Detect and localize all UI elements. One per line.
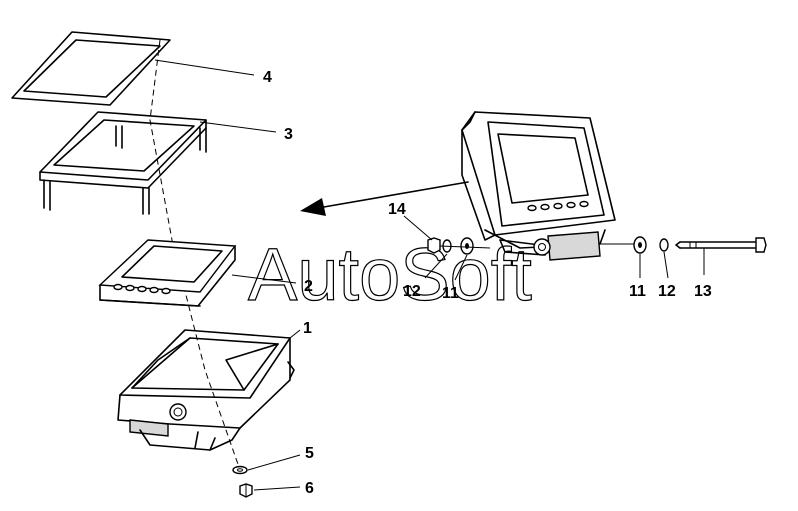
callout-1: 1 [303, 320, 312, 337]
part-11-washer-right [633, 236, 647, 254]
part-2-display-module [98, 239, 237, 307]
callout-3: 3 [284, 126, 293, 143]
callout-12-right: 12 [658, 283, 676, 300]
callout-2: 2 [304, 278, 313, 295]
part-13-bolt [675, 237, 767, 253]
leader-lines [154, 59, 705, 491]
callout-6: 6 [305, 480, 314, 497]
callout-4: 4 [263, 69, 272, 86]
assembly-axis [149, 39, 241, 471]
left-hardware-axis [439, 245, 491, 249]
part-14-nut [427, 237, 441, 254]
callout-11-right: 11 [629, 283, 646, 300]
watermark: AutoSoft [248, 233, 532, 316]
part-4-gasket [11, 31, 171, 106]
part-3-bezel-frame [39, 111, 207, 215]
assembled-display-unit [461, 111, 616, 241]
direction-arrow [300, 181, 469, 216]
part-6-nut [239, 483, 253, 498]
callout-14: 14 [388, 201, 406, 218]
part-5-washer [232, 465, 248, 475]
part-11-washer-left [460, 237, 474, 255]
unit-buttons [527, 200, 589, 212]
mounting-bracket [484, 229, 606, 261]
callout-11-left: 11 [442, 285, 459, 302]
display-buttons [113, 283, 171, 295]
callout-5: 5 [305, 445, 314, 462]
callout-12-left: 12 [403, 283, 421, 300]
part-1-housing [117, 329, 295, 451]
part-12-lock-washer-right [659, 238, 669, 252]
callout-13: 13 [694, 283, 712, 300]
